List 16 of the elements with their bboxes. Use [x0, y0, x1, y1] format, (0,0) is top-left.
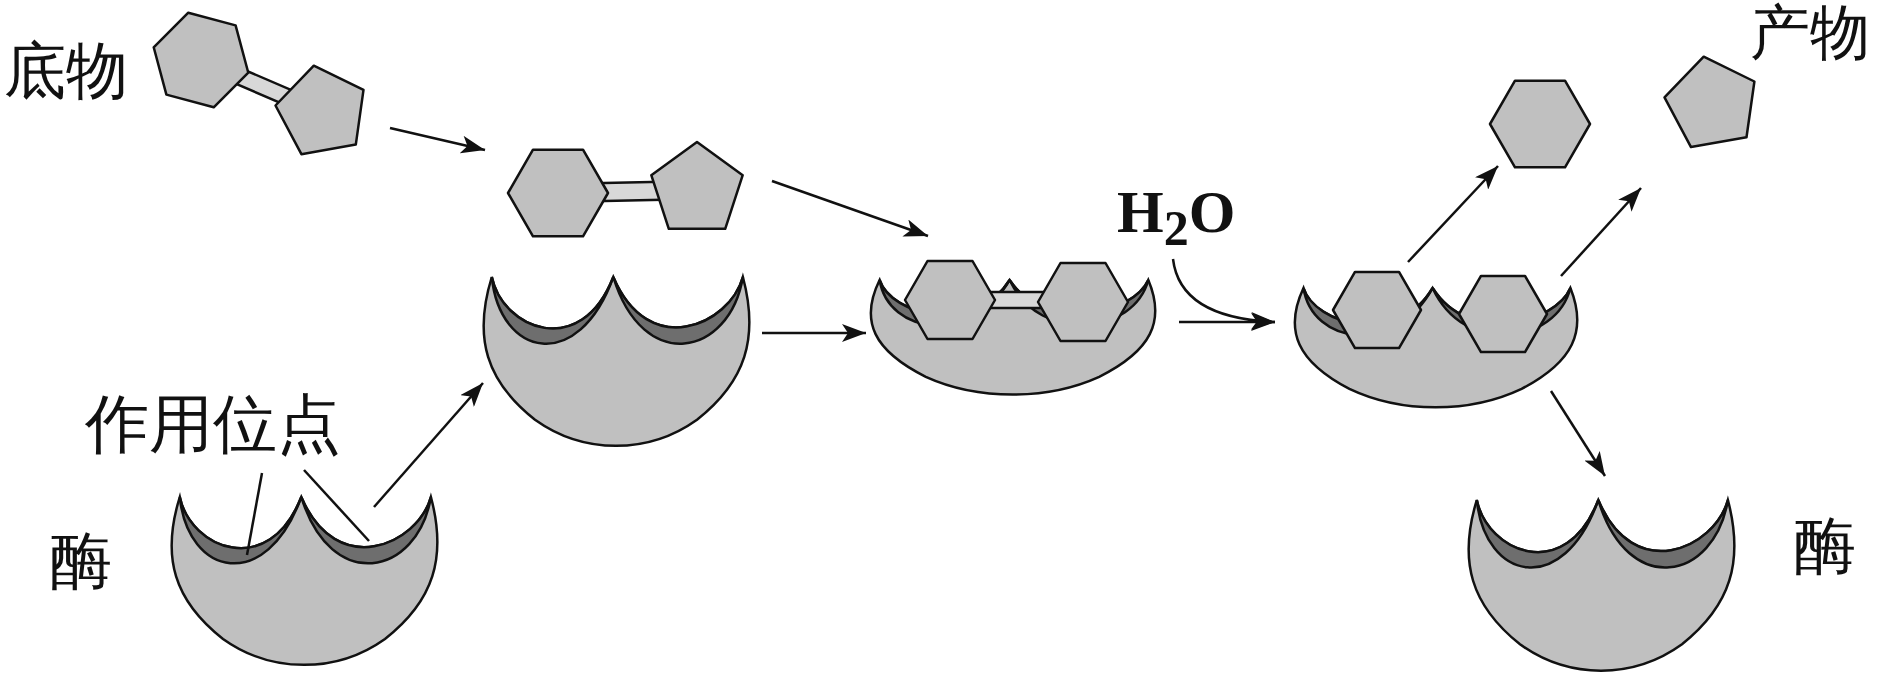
arrow: [373, 382, 484, 508]
arrow: [1549, 390, 1607, 477]
arrow: [1560, 187, 1642, 277]
formula-label: H$_{2}$O: [1117, 182, 1233, 262]
leader-line: [303, 469, 370, 542]
caption-label: 酶: [50, 530, 112, 592]
leader-line: [245, 472, 264, 556]
arrow: [771, 179, 929, 238]
caption-label: 底物: [4, 40, 128, 102]
caption-label: 酶: [1794, 515, 1856, 577]
arrow: [1407, 165, 1499, 263]
arrow: [389, 126, 486, 154]
callout-label: 作用位点: [85, 392, 355, 477]
arrow: [762, 324, 866, 342]
caption-label: 产物: [1750, 2, 1870, 62]
arrow: [1171, 258, 1276, 330]
